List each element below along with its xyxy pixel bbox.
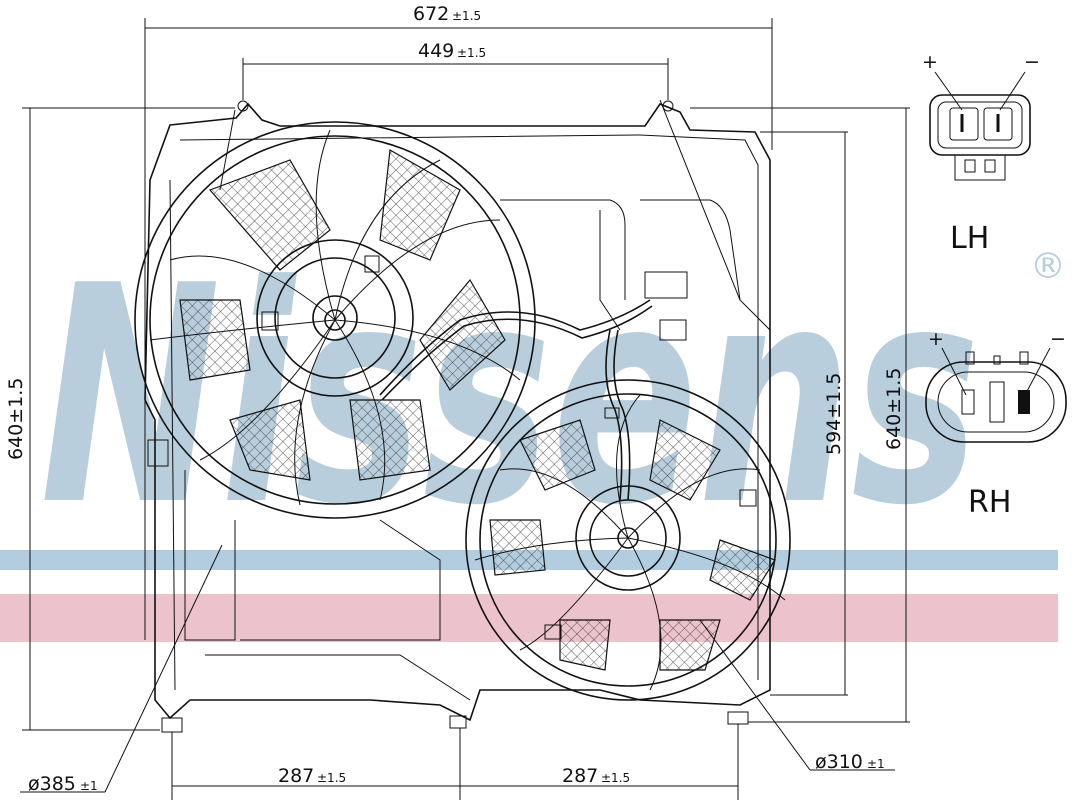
large-fan-diameter: ø385	[28, 773, 76, 795]
wiring-harness	[379, 271, 688, 501]
dimension-labels: 672 ±1.5 449 ±1.5 640±1.5 594±1.5 640±1.…	[5, 3, 905, 795]
small-fan-diameter: ø310	[815, 751, 863, 773]
mount-spacing-value: 449	[418, 40, 454, 62]
registered-mark: ®	[1030, 246, 1066, 287]
lh-plus-sign: +	[922, 51, 938, 73]
large-fan	[134, 121, 536, 519]
connector-lh: + − LH	[922, 51, 1040, 256]
watermark-brand: Nissens	[40, 222, 980, 571]
dimension-lines	[20, 18, 910, 800]
mount-spacing-tol: ±1.5	[457, 46, 486, 60]
lh-minus-sign: −	[1024, 51, 1040, 73]
overall-width-value: 672	[413, 3, 449, 25]
overall-width-tol: ±1.5	[452, 9, 481, 23]
watermark-band-pink	[0, 594, 1058, 642]
small-fan	[465, 379, 791, 701]
watermark: Nissens ®	[0, 222, 1066, 642]
inner-height: 594±1.5	[823, 373, 845, 455]
shroud	[144, 99, 771, 733]
rh-label: RH	[968, 485, 1011, 520]
rh-minus-sign: −	[1050, 328, 1066, 350]
overall-height-left: 640±1.5	[5, 378, 27, 460]
lh-label: LH	[950, 221, 989, 256]
bottom-right-tol: ±1.5	[601, 771, 630, 785]
connector-rh: + − RH	[925, 328, 1067, 520]
bottom-left-spacing: 287	[278, 765, 314, 787]
bottom-right-spacing: 287	[562, 765, 598, 787]
bottom-left-tol: ±1.5	[317, 771, 346, 785]
large-fan-tol: ±1	[80, 779, 98, 793]
small-fan-tol: ±1	[867, 757, 885, 771]
overall-height-right: 640±1.5	[883, 368, 905, 450]
rh-plus-sign: +	[928, 328, 944, 350]
